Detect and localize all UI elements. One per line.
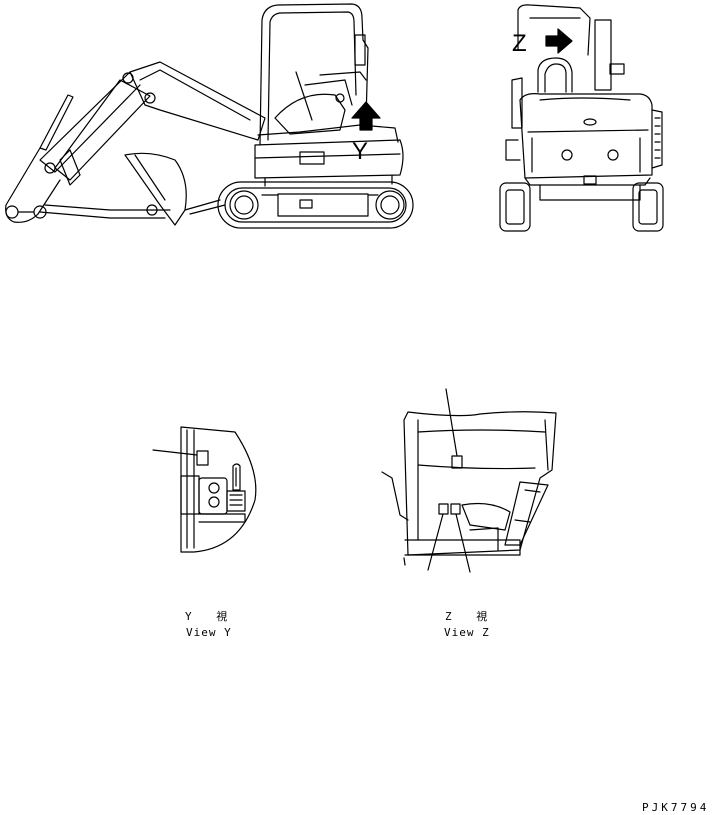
view-y-marker: Y: [352, 138, 369, 165]
crawler-track: [217, 181, 414, 229]
drawing-code: PJK7794: [642, 801, 710, 814]
decal-marker-z1: [451, 455, 463, 469]
view-z-caption-en: View Z: [444, 626, 490, 639]
decal-marker-z3: [450, 503, 461, 515]
detail-view-y: [152, 426, 257, 553]
boom: [39, 61, 266, 181]
arm-and-bucket: [5, 94, 226, 226]
cab: [259, 3, 369, 146]
decal-marker-y: [196, 450, 209, 466]
view-z-marker: Z: [512, 30, 527, 57]
decal-marker-z2: [438, 503, 449, 515]
excavator-rear-view: [499, 4, 664, 232]
view-z-arrow-icon: [545, 28, 573, 54]
view-y-arrow-icon: [351, 101, 381, 131]
leader-line-z1: [445, 388, 458, 457]
excavator-side-view: [5, 3, 414, 229]
detail-view-z: [381, 388, 557, 573]
leader-line-z3: [455, 513, 471, 573]
view-y-caption-en: View Y: [186, 626, 232, 639]
view-z-caption-jp: Z 視: [445, 610, 489, 623]
leader-line-y: [152, 449, 198, 456]
leader-line-z2: [427, 513, 444, 571]
view-y-caption-jp: Y 視: [185, 610, 229, 623]
upper-structure: [254, 124, 404, 187]
